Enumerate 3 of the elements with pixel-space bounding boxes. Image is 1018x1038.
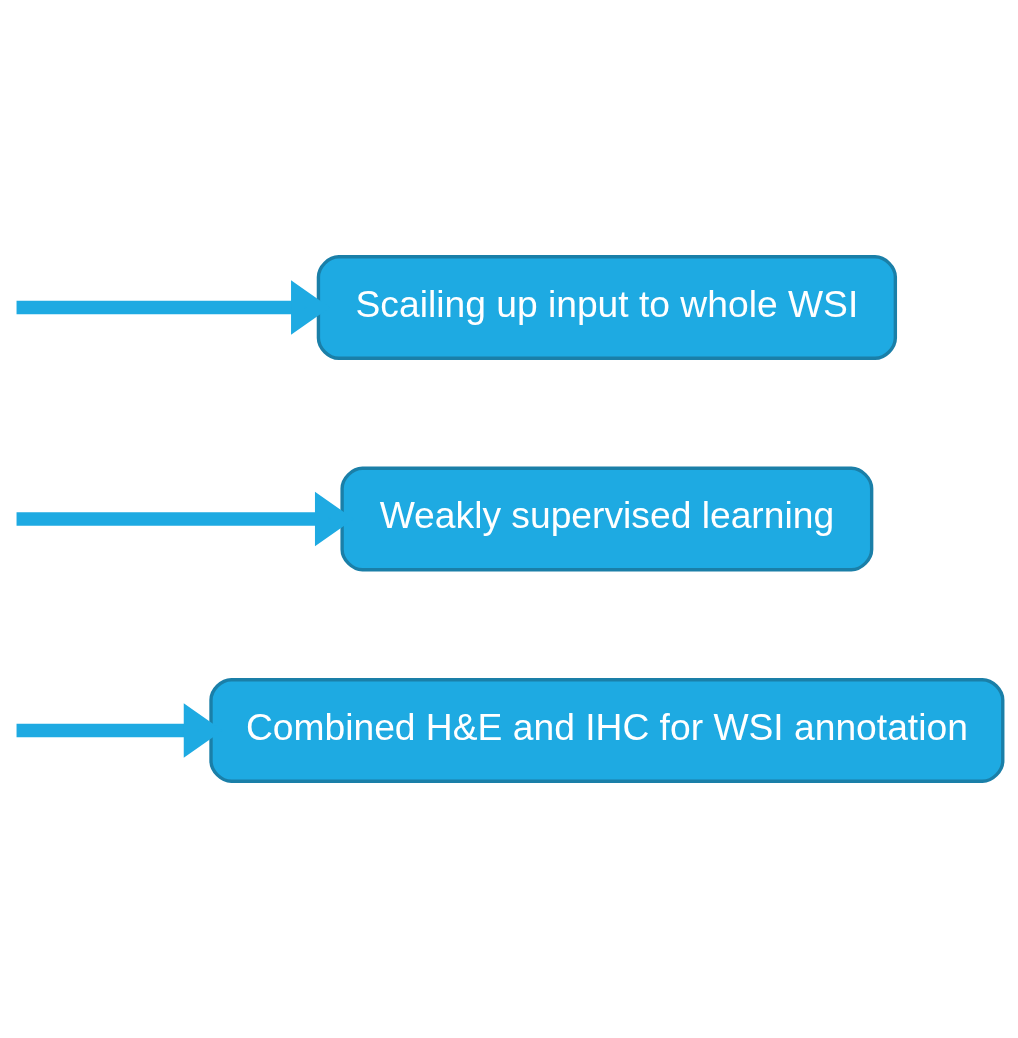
node-box: Weakly supervised learning	[340, 466, 874, 572]
node-box: Scailing up input to whole WSI	[316, 255, 898, 360]
node-box: Combined H&E and IHC for WSI annotation	[209, 678, 1005, 783]
